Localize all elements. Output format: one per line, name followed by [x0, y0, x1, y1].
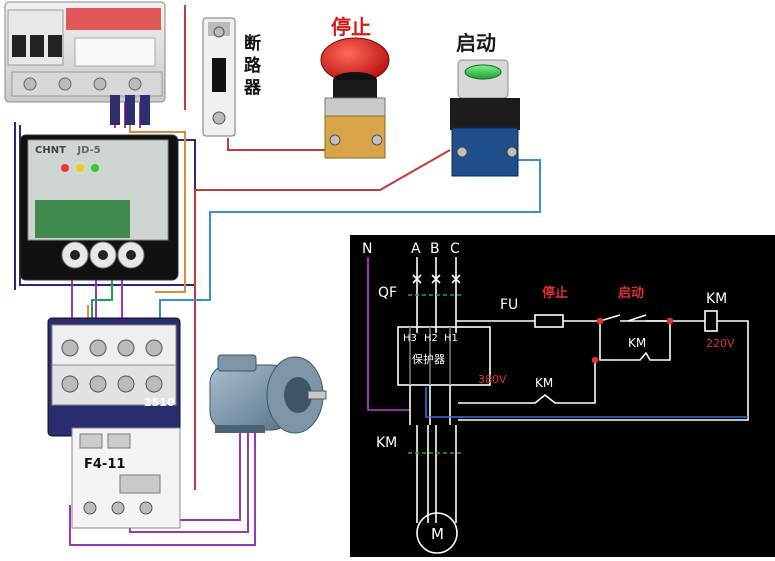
label-km-mid: KM	[535, 376, 553, 390]
motor-icon	[209, 354, 327, 434]
start-button-icon[interactable]	[450, 59, 520, 177]
breaker-label-char-1: 断	[244, 34, 261, 54]
protector-brand-text: CHNT	[35, 145, 66, 156]
contactor-icon	[47, 317, 181, 529]
start-label: 启动	[456, 31, 496, 55]
label-start: 启动	[618, 285, 644, 301]
label-km-hold: KM	[628, 336, 646, 350]
label-qf: QF	[378, 285, 397, 301]
coil-symbol	[704, 310, 718, 332]
fuse-symbol	[534, 314, 564, 328]
label-380v: 380V	[478, 373, 507, 386]
label-c: C	[450, 241, 460, 257]
breaker-label-char-2: 路	[244, 55, 261, 76]
breaker-switch-icon	[202, 17, 236, 137]
label-h1: H1	[444, 333, 458, 344]
breaker-label: 断 路 器	[244, 34, 261, 98]
label-motor: M	[431, 525, 444, 543]
label-km-coil: KM	[706, 291, 727, 307]
label-220v: 220V	[706, 337, 735, 350]
schematic-drawing: N A B C QF FU KM KM KM KM H3 H2 H1 保护器 M…	[362, 241, 749, 554]
schematic-panel: N A B C QF FU KM KM KM KM H3 H2 H1 保护器 M…	[350, 235, 775, 557]
label-protector: 保护器	[412, 352, 445, 366]
contactor-code: 2510	[144, 396, 175, 409]
protector-model-text: JD-5	[77, 145, 101, 156]
label-a: A	[411, 241, 421, 257]
label-km-main: KM	[376, 435, 397, 451]
overload-label: F4-11	[84, 457, 126, 472]
protector-box	[397, 326, 491, 386]
breaker-label-char-3: 器	[244, 77, 261, 98]
label-fu: FU	[500, 297, 518, 313]
n-line	[367, 257, 410, 411]
label-h2: H2	[424, 333, 438, 344]
label-h3: H3	[403, 333, 417, 344]
label-stop: 停止	[542, 285, 568, 301]
motor-protector-icon	[19, 134, 179, 281]
label-b: B	[430, 241, 440, 257]
stop-button-icon[interactable]	[320, 37, 390, 159]
protector-brand: CHNT JD-5	[35, 145, 101, 156]
circuit-breaker-icon	[4, 1, 166, 125]
motor-symbol	[416, 512, 458, 554]
stop-label: 停止	[331, 15, 371, 39]
label-n: N	[362, 241, 372, 257]
